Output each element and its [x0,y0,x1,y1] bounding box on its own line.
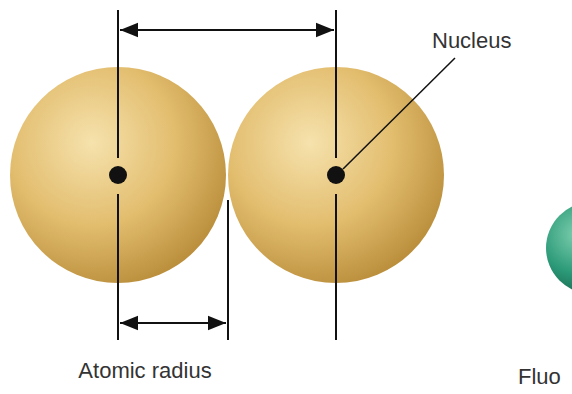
nucleus-dot [109,166,127,184]
distance-arrow [120,29,334,31]
fluorine-sphere [546,202,572,294]
part-label: Nucleus [432,28,511,54]
nucleus-dot [327,166,345,184]
part-label: Atomic radius [78,358,211,384]
part-label: Fluo [518,364,561,390]
leader-line [343,58,455,169]
guide-line [117,194,119,340]
guide-line [335,10,337,158]
guide-line [117,10,119,158]
radius-arrow [120,322,226,324]
guide-line [227,200,229,340]
guide-line [335,194,337,340]
